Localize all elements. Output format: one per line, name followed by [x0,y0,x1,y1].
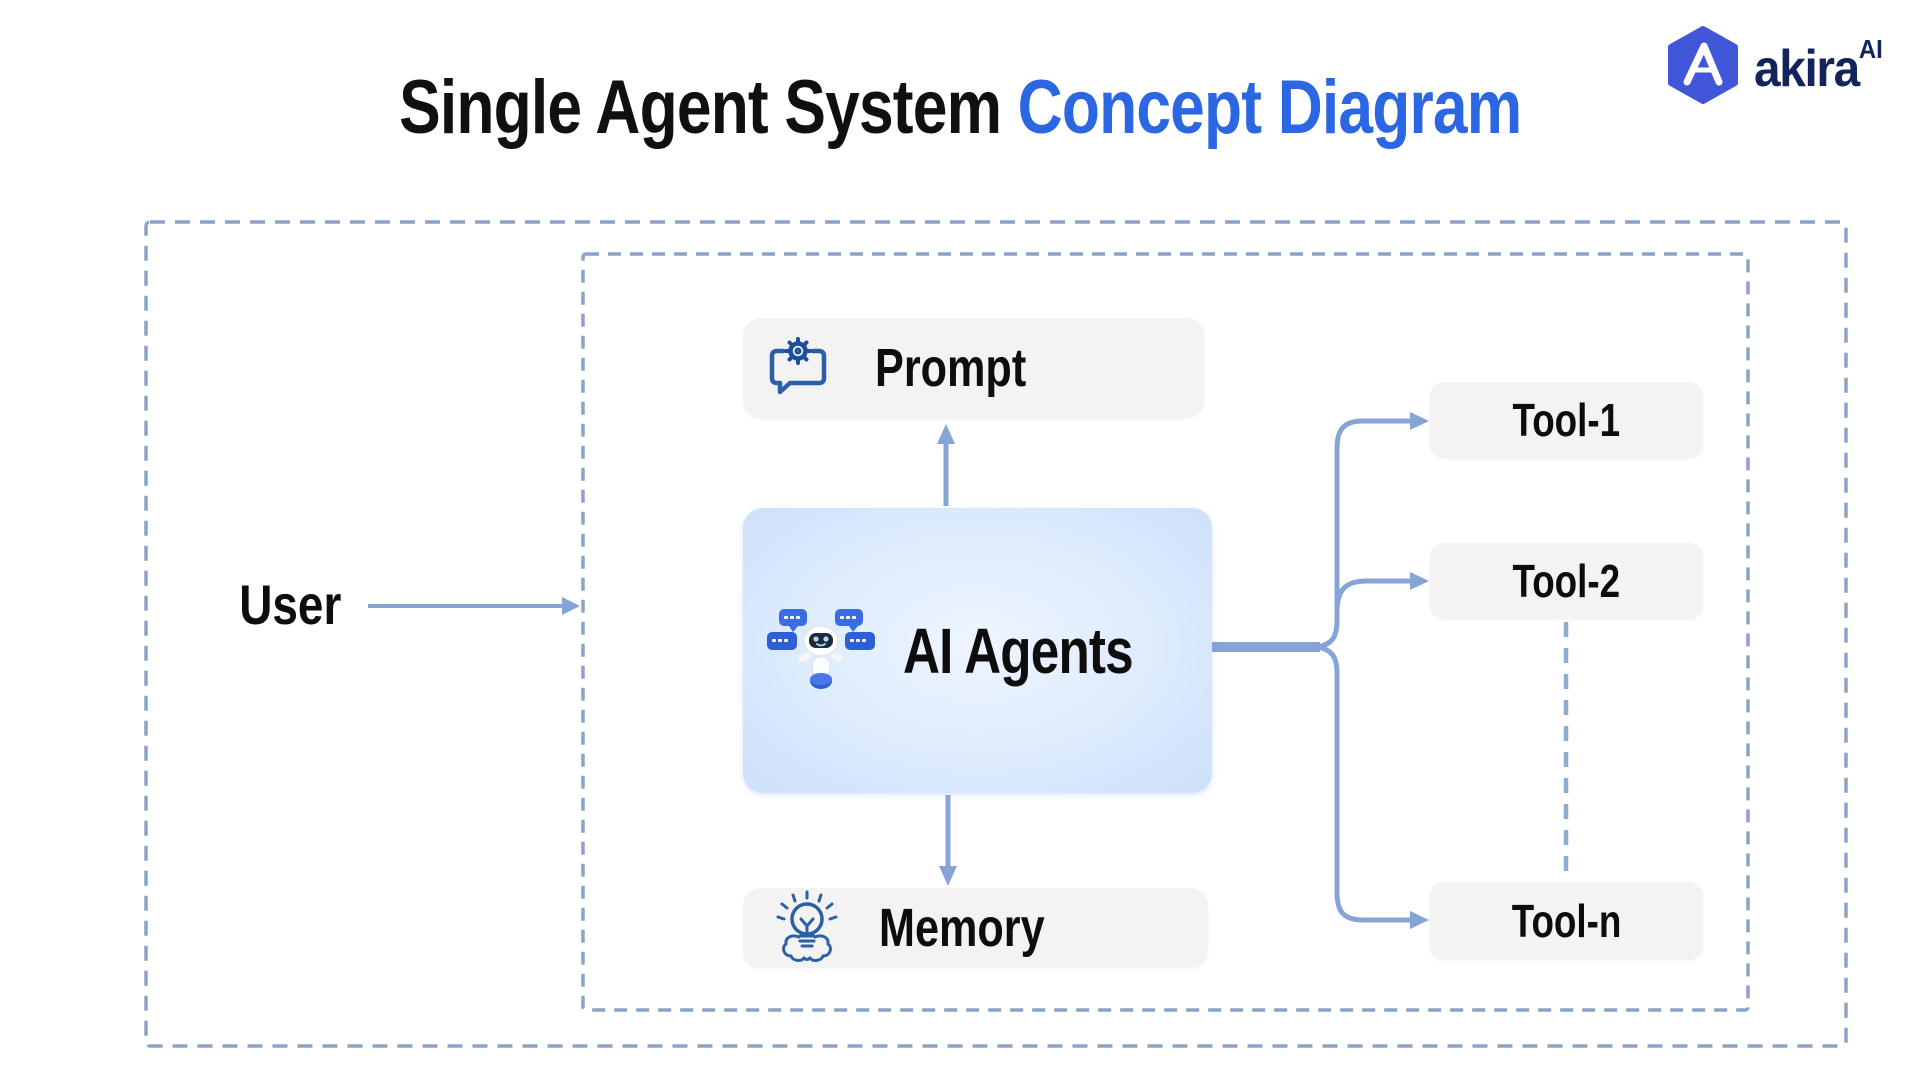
ai-agents-label: AI Agents [903,614,1134,687]
connector-user-to-agent [368,597,580,615]
brand-superscript: AI [1858,33,1883,64]
tool-n-label: Tool-n [1511,895,1622,947]
lightbulb-idea-icon [776,890,838,962]
chat-bubbles [767,608,875,650]
prompt-label: Prompt [875,338,1027,398]
gear-speech-bubble-icon [769,337,827,395]
robot-chat-icon [767,608,875,689]
page-title-primary: Single Agent System [398,65,1002,150]
connector-branch-tool-2 [1334,572,1429,624]
user-node: User [180,572,400,637]
robot-body [798,624,844,689]
page-title-accent: Concept Diagram [1017,65,1522,150]
page-title: Single Agent System Concept Diagram [0,64,1920,151]
tool-2-label: Tool-2 [1512,555,1621,607]
tool-1-label: Tool-1 [1512,394,1621,446]
ai-agents-node: AI Agents [743,508,1212,793]
connector-agent-to-memory [939,795,957,886]
connector-branch-tool-1 [1315,412,1429,650]
brand-wordmark: akiraAI [1754,36,1883,95]
brand-logo: akiraAI [1662,26,1894,104]
tool-2-node: Tool-2 [1430,543,1703,619]
user-label: User [238,573,342,636]
connector-agent-to-prompt [937,424,955,506]
prompt-node: Prompt [743,318,1204,418]
inner-agent-boundary [581,252,1750,1012]
memory-label: Memory [879,898,1045,958]
memory-node: Memory [743,888,1208,968]
tool-1-node: Tool-1 [1430,382,1703,458]
outer-system-boundary [144,220,1848,1048]
tool-n-node: Tool-n [1430,882,1703,960]
brand-name: akira [1754,39,1860,98]
connector-branch-tool-n [1315,644,1429,929]
akira-hexagon-icon [1668,26,1738,104]
